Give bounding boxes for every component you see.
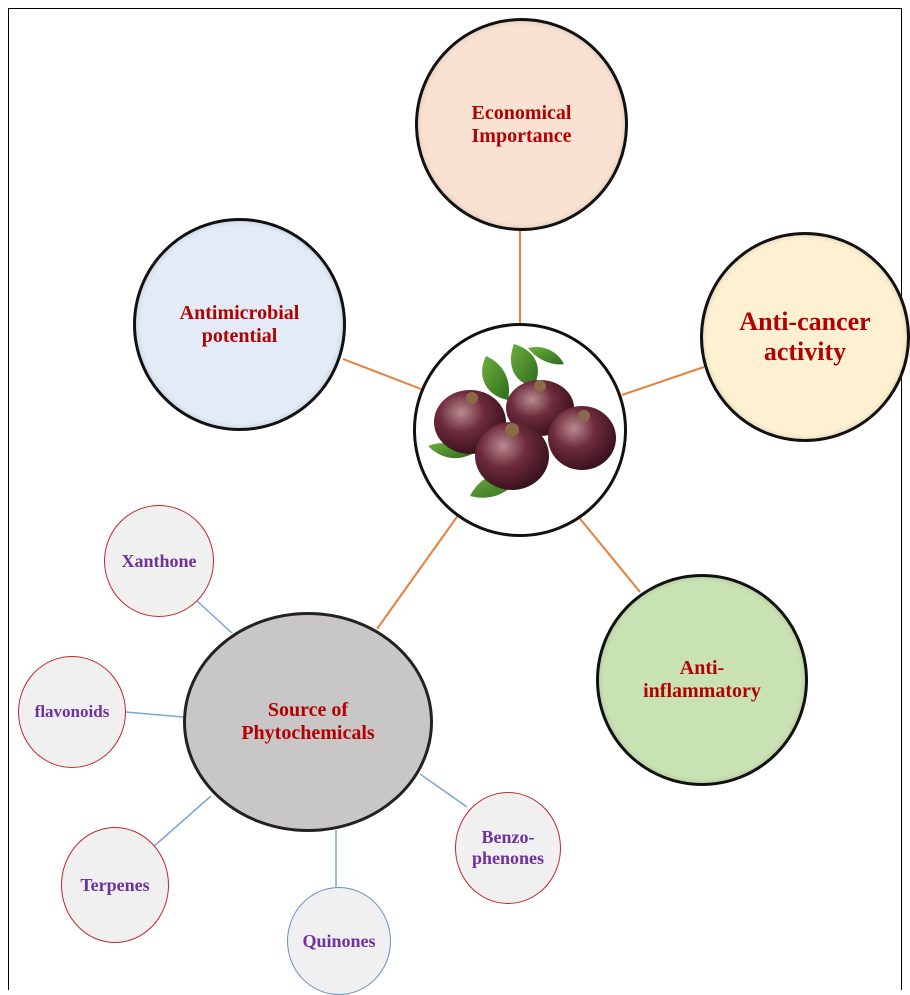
anti-inflammatory-node: Anti- inflammatory [596,574,808,786]
xanthone-node: Xanthone [104,505,214,617]
connector-antimicrobial [342,358,422,390]
leaf-shape [482,356,510,400]
leaf-shape [528,346,564,365]
fruit-calyx [505,423,519,437]
connector-flavonoids [125,711,184,718]
figure-frame [8,8,902,990]
terpenes-label: Terpenes [80,874,150,895]
leaf-shape [510,344,538,386]
fruit-calyx [578,410,590,422]
fruit-calyx [534,380,546,392]
quinones-node: Quinones [287,887,391,995]
anti-cancer-activity-node: Anti-cancer activity [700,232,910,442]
source-of-phytochemicals-label: Source of Phytochemicals [241,699,375,744]
flavonoids-node: flavonoids [18,656,126,768]
terpenes-node: Terpenes [61,827,169,943]
antimicrobial-potential-label: Antimicrobial potential [179,301,300,347]
fruit-shape [548,406,616,470]
anti-cancer-activity-label: Anti-cancer activity [739,307,871,366]
anti-inflammatory-label: Anti- inflammatory [643,657,761,702]
flavonoids-label: flavonoids [34,702,110,722]
mangosteen-fruit-image [428,344,616,498]
center-fruit-image-node [413,323,627,537]
connector-terpenes [151,795,212,849]
fruit-shape [475,422,549,490]
leaf-shape [428,443,472,459]
connector-source [376,513,460,630]
xanthone-label: Xanthone [121,550,197,571]
antimicrobial-potential-node: Antimicrobial potential [133,218,346,431]
economical-importance-label: Economical Importance [471,101,572,147]
economical-importance-node: Economical Importance [415,18,628,231]
source-of-phytochemicals-node: Source of Phytochemicals [183,612,433,832]
fruit-calyx [466,392,478,404]
connector-xanthone [196,600,233,634]
connector-benzophenones [419,773,468,808]
connector-anticancer [621,366,705,396]
benzophenones-node: Benzo- phenones [455,792,561,904]
connector-antiinflammatory [576,514,641,593]
benzophenones-label: Benzo- phenones [471,827,545,868]
quinones-label: Quinones [302,930,376,951]
